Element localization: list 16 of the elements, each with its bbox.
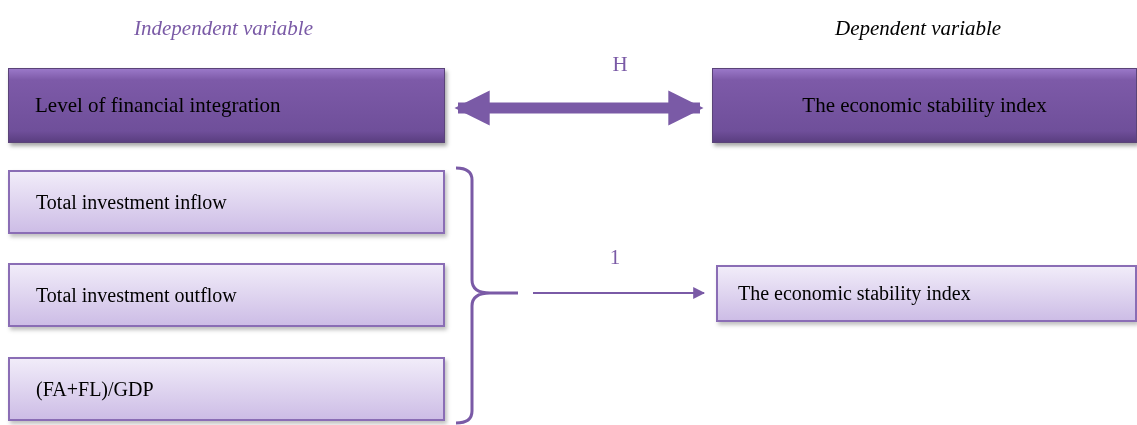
indicator-box [8, 170, 445, 234]
double-arrow [454, 90, 704, 126]
variable-box [8, 68, 445, 143]
arrow [532, 287, 706, 299]
column-heading: Independent variable [134, 16, 314, 41]
box-label: The economic stability index [802, 93, 1047, 118]
indicator-box [716, 265, 1137, 322]
column-heading: Dependent variable [835, 16, 1002, 41]
indicator-box [8, 357, 445, 421]
indicator-box [8, 263, 445, 327]
box-label: The economic stability index [738, 282, 971, 305]
box-label: (FA+FL)/GDP [36, 377, 154, 401]
box-label: Total investment inflow [36, 190, 227, 214]
box-label: Level of financial integration [35, 93, 281, 118]
variable-box [712, 68, 1137, 143]
box-label: Total investment outflow [36, 283, 237, 307]
